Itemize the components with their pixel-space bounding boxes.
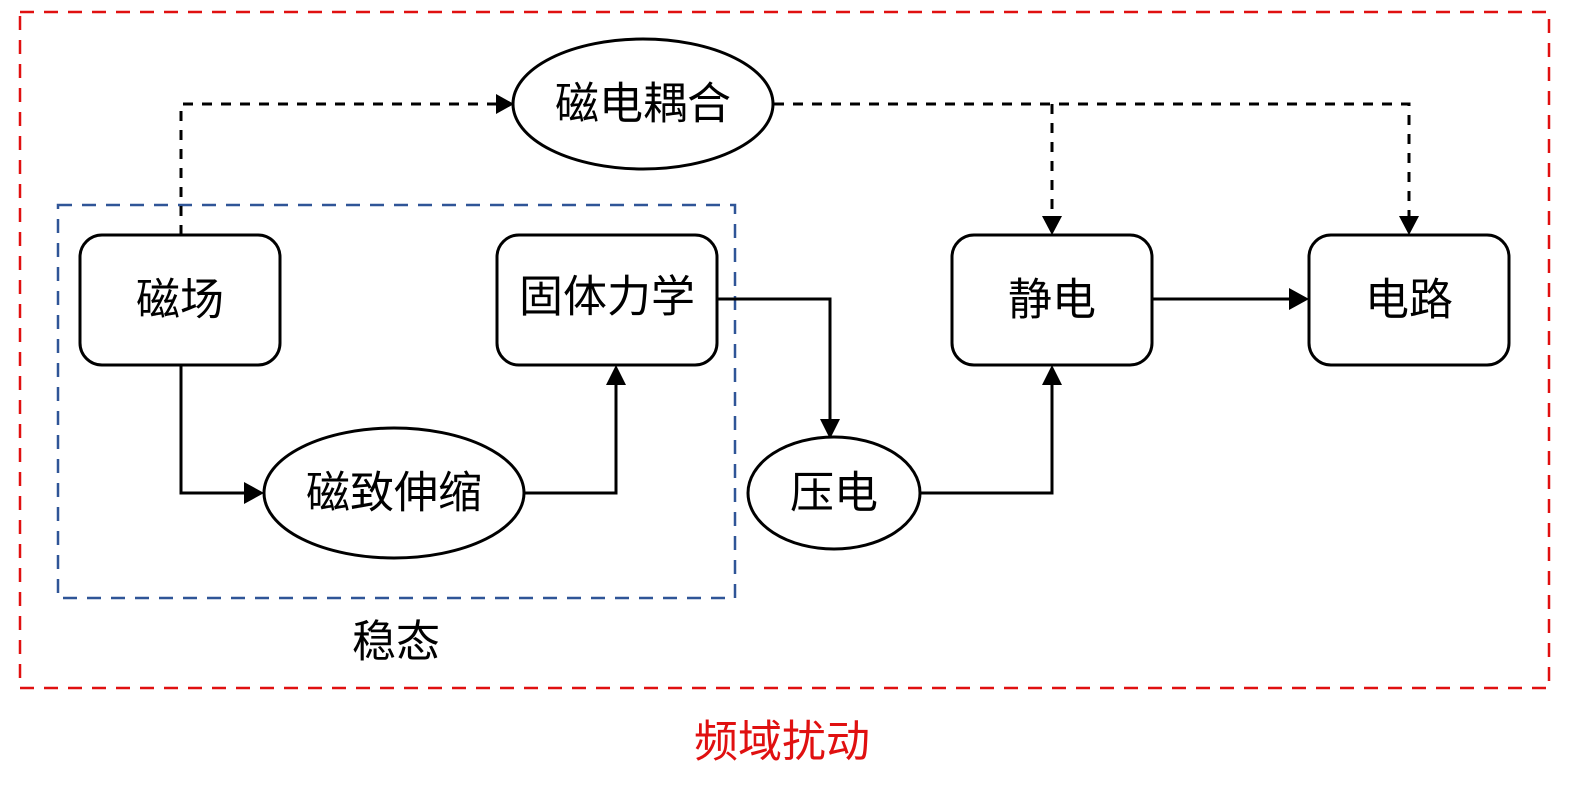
node-electrostatics[interactable]: 静电 [950, 233, 1154, 367]
edge-field-to-coupling [179, 102, 496, 235]
edge-solid-to-piezo [717, 297, 832, 420]
node-label: 电路 [1365, 275, 1453, 326]
node-circuit[interactable]: 电路 [1307, 233, 1511, 367]
arrowhead-to-electrostatics-dashed [1042, 216, 1062, 235]
inner-steady-state-frame [56, 203, 737, 600]
frequency-domain-perturbation-label: 频域扰动 [694, 717, 870, 768]
dashed-connectors [179, 102, 1411, 235]
node-label: 磁电耦合 [555, 79, 731, 130]
node-piezoelectric[interactable]: 压电 [746, 435, 922, 551]
arrowhead-to-circuit-dashed [1399, 216, 1419, 235]
node-label: 磁场 [136, 275, 224, 326]
node-label: 磁致伸缩 [306, 468, 482, 519]
edge-magnetostriction-to-solid [524, 384, 618, 495]
node-label: 静电 [1008, 275, 1096, 326]
solid-connectors [179, 297, 1290, 495]
edge-piezo-to-electrostatics [920, 384, 1054, 495]
node-magnetoelectric-coupling[interactable]: 磁电耦合 [511, 37, 775, 171]
node-label: 固体力学 [519, 272, 695, 323]
node-magnetic-field[interactable]: 磁场 [78, 233, 282, 367]
arrowheads [244, 94, 1419, 504]
arrowhead-to-electrostatics [1042, 365, 1062, 385]
arrowhead-to-piezo [820, 419, 840, 439]
edge-coupling-to-circuit [774, 102, 1411, 216]
arrowhead-to-coupling [496, 94, 514, 114]
node-label: 压电 [790, 468, 878, 519]
arrowhead-to-solid [606, 365, 626, 385]
node-magnetostriction[interactable]: 磁致伸缩 [262, 426, 526, 560]
arrowhead-to-circuit [1289, 288, 1309, 310]
steady-state-label: 稳态 [352, 617, 440, 668]
node-solid-mechanics[interactable]: 固体力学 [495, 233, 719, 367]
edge-field-to-magnetostriction [179, 365, 246, 495]
arrowhead-to-magnetostriction [244, 482, 264, 504]
